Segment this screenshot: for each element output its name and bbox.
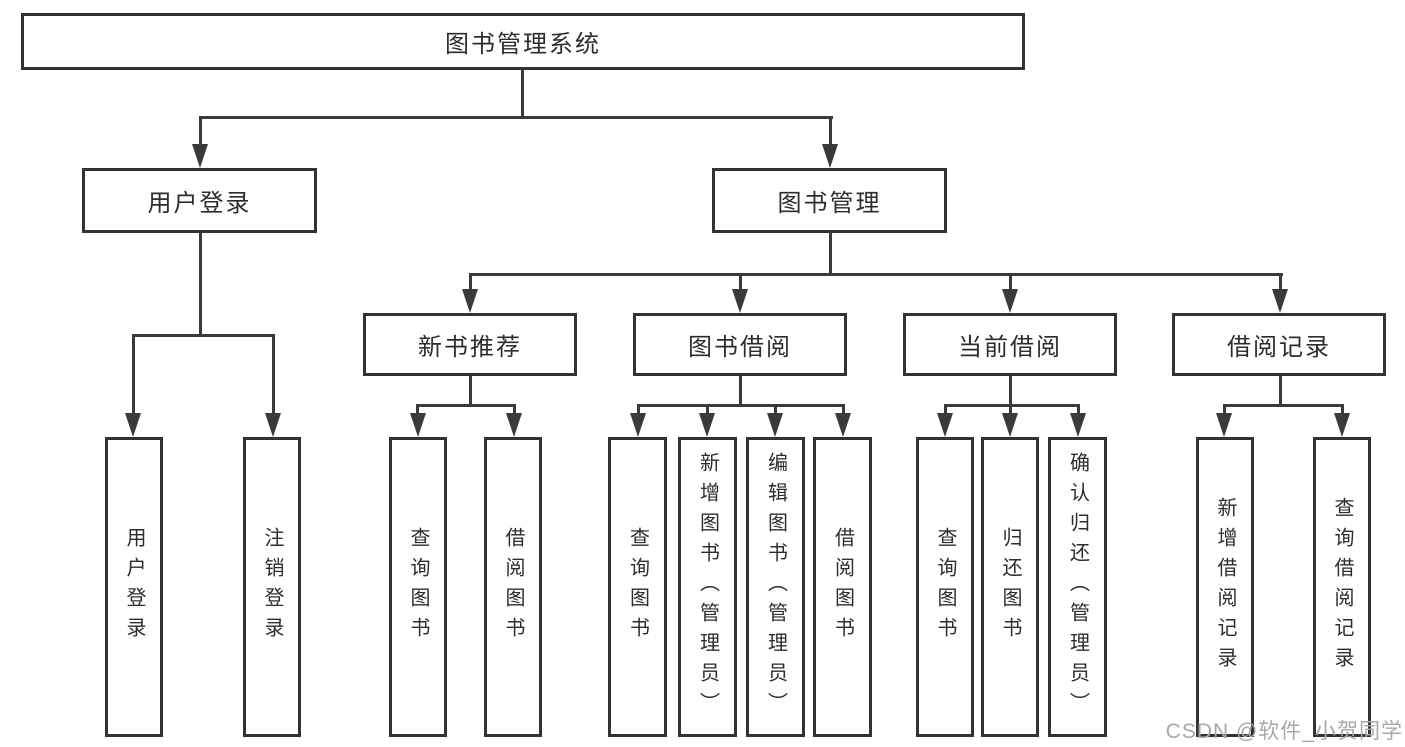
node-label: 当前借阅 xyxy=(958,334,1062,361)
node-label: 注销登录 xyxy=(261,527,283,647)
connector-line xyxy=(132,334,135,418)
arrow-down-icon xyxy=(937,413,953,437)
connector-line xyxy=(944,404,947,418)
node-current-borrowing: 当前借阅 xyxy=(903,313,1117,376)
node-label: 图书管理 xyxy=(777,190,882,217)
node-label: 查询图书 xyxy=(934,527,956,647)
connector-line xyxy=(416,404,516,407)
node-label: 查询图书 xyxy=(626,527,649,647)
arrow-down-icon xyxy=(265,413,281,437)
node-leaf-query-borrow-record: 查询借阅记录 xyxy=(1313,437,1371,737)
node-leaf-borrow-books: 借阅图书 xyxy=(813,437,872,737)
connector-line xyxy=(1077,404,1080,418)
node-new-book-recommendation: 新书推荐 xyxy=(363,313,577,376)
connector-line xyxy=(829,233,832,276)
node-label: 新增借阅记录 xyxy=(1214,497,1236,677)
connector-line xyxy=(774,404,777,418)
arrow-down-icon xyxy=(506,413,522,437)
node-label: 查询图书 xyxy=(407,527,429,647)
arrow-down-icon xyxy=(1334,413,1350,437)
connector-line xyxy=(1279,273,1282,295)
connector-line xyxy=(132,334,275,337)
arrow-down-icon xyxy=(822,144,838,168)
arrow-down-icon xyxy=(699,413,715,437)
connector-line xyxy=(469,273,1283,276)
connector-line xyxy=(199,233,202,337)
connector-line xyxy=(706,404,709,418)
node-leaf-edit-books-admin: 编辑图书（管理员） xyxy=(746,437,805,737)
arrow-down-icon xyxy=(1070,413,1086,437)
node-label: 新书推荐 xyxy=(418,334,522,361)
connector-line xyxy=(1009,404,1012,418)
connector-line xyxy=(739,376,742,407)
arrow-down-icon xyxy=(732,289,748,313)
node-leaf-user-login: 用户登录 xyxy=(105,437,163,737)
connector-line xyxy=(272,334,275,418)
node-label: 用户登录 xyxy=(147,190,252,217)
arrow-down-icon xyxy=(410,413,426,437)
node-leaf-query-books-current: 查询图书 xyxy=(916,437,974,737)
arrow-down-icon xyxy=(125,413,141,437)
connector-line xyxy=(1279,376,1282,407)
connector-line xyxy=(637,404,845,407)
node-leaf-add-borrow-record: 新增借阅记录 xyxy=(1196,437,1254,737)
node-label: 图书管理系统 xyxy=(445,31,601,58)
connector-line xyxy=(416,404,419,418)
connector-line xyxy=(1223,404,1344,407)
node-book-management: 图书管理 xyxy=(712,168,947,233)
node-label: 借阅记录 xyxy=(1227,334,1331,361)
connector-line xyxy=(739,273,742,295)
arrow-down-icon xyxy=(1002,413,1018,437)
connector-line xyxy=(1009,376,1012,407)
node-label: 借阅图书 xyxy=(831,527,854,647)
node-leaf-logout: 注销登录 xyxy=(243,437,301,737)
connector-line xyxy=(521,69,524,119)
node-label: 借阅图书 xyxy=(502,527,524,647)
node-label: 用户登录 xyxy=(123,527,145,647)
node-leaf-query-books-recommend: 查询图书 xyxy=(389,437,447,737)
connector-line xyxy=(1223,404,1226,418)
node-leaf-return-books: 归还图书 xyxy=(981,437,1039,737)
connector-line xyxy=(199,116,202,148)
connector-line xyxy=(842,404,845,418)
arrow-down-icon xyxy=(767,413,783,437)
node-leaf-borrow-books-recommend: 借阅图书 xyxy=(484,437,542,737)
node-label: 查询借阅记录 xyxy=(1331,497,1353,677)
connector-line xyxy=(199,116,833,119)
node-label: 图书借阅 xyxy=(688,334,792,361)
node-label: 编辑图书（管理员） xyxy=(764,452,787,722)
arrow-down-icon xyxy=(192,144,208,168)
connector-line xyxy=(469,376,472,407)
node-label: 确认归还（管理员） xyxy=(1066,452,1089,722)
connector-line xyxy=(1009,273,1012,295)
connector-line xyxy=(469,273,472,295)
connector-line xyxy=(637,404,640,418)
connector-line xyxy=(829,116,832,148)
node-leaf-query-books-borrow: 查询图书 xyxy=(608,437,667,737)
node-leaf-add-books-admin: 新增图书（管理员） xyxy=(678,437,737,737)
arrow-down-icon xyxy=(1272,289,1288,313)
connector-line xyxy=(513,404,516,418)
connector-line xyxy=(1341,404,1344,418)
connector-line xyxy=(944,404,1080,407)
node-label: 新增图书（管理员） xyxy=(696,452,719,722)
node-label: 归还图书 xyxy=(999,527,1021,647)
arrow-down-icon xyxy=(835,413,851,437)
arrow-down-icon xyxy=(630,413,646,437)
arrow-down-icon xyxy=(1216,413,1232,437)
node-book-borrowing: 图书借阅 xyxy=(633,313,847,376)
node-user-login: 用户登录 xyxy=(82,168,317,233)
arrow-down-icon xyxy=(1002,289,1018,313)
csdn-watermark: CSDN @软件_小贺同学 xyxy=(1165,720,1403,743)
node-borrowing-records: 借阅记录 xyxy=(1172,313,1386,376)
node-library-management-system: 图书管理系统 xyxy=(21,13,1025,70)
node-leaf-confirm-return-admin: 确认归还（管理员） xyxy=(1048,437,1107,737)
arrow-down-icon xyxy=(462,289,478,313)
